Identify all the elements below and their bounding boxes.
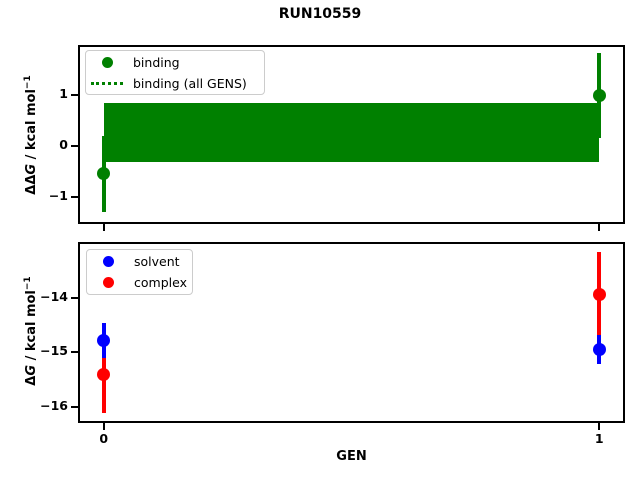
binding-dot-icon: [101, 56, 113, 68]
x-axis-label: GEN: [336, 449, 367, 464]
legend-marker-cell: [91, 56, 123, 68]
solvent-dot-icon: [102, 256, 114, 267]
data-point-solvent: [592, 342, 606, 356]
y-tick-label: 1: [59, 86, 68, 102]
x-tick: [598, 224, 601, 231]
legend-label: binding (all GENS): [133, 75, 247, 91]
legend-marker-cell: [92, 277, 124, 288]
x-tick: [598, 423, 601, 430]
plot-area-binding: 1 0 −1: [49, 45, 625, 231]
y-tick-label: −15: [40, 343, 68, 359]
ylabel-symbol: G: [24, 364, 40, 376]
data-point-binding: [97, 167, 111, 181]
y-tick-label: −16: [40, 397, 68, 413]
data-point-binding: [592, 88, 606, 102]
ylabel-symbol: G: [24, 163, 40, 175]
legend-item-binding-all-gens: binding (all GENS): [86, 73, 264, 94]
y-tick: [71, 296, 78, 299]
data-point-complex: [592, 287, 606, 301]
y-tick: [71, 405, 78, 408]
figure-title: RUN10559: [278, 6, 362, 22]
legend-binding: binding binding (all GENS): [85, 50, 265, 95]
legend-item-complex: complex: [87, 272, 192, 293]
legend-item-solvent: solvent: [87, 251, 192, 272]
data-point-solvent: [97, 334, 111, 348]
x-tick: [102, 423, 105, 430]
ylabel-delta: Δ: [24, 375, 40, 386]
complex-dot-icon: [102, 277, 114, 288]
mean-dotted-line: [103, 131, 600, 134]
legend-dg: solvent complex: [86, 249, 193, 295]
legend-label: solvent: [134, 254, 180, 269]
y-tick-label: 0: [59, 136, 68, 152]
y-tick: [71, 351, 78, 354]
y-tick-label: −1: [48, 187, 68, 203]
x-tick-label: 0: [99, 431, 109, 446]
legend-item-binding: binding: [86, 52, 264, 73]
y-tick-label: −14: [40, 288, 68, 304]
data-point-complex: [97, 367, 111, 381]
legend-label: binding: [133, 54, 180, 70]
x-tick-label: 1: [594, 431, 604, 446]
y-tick: [71, 144, 78, 147]
x-tick: [102, 224, 105, 231]
legend-marker-cell: [92, 256, 124, 267]
legend-label: complex: [134, 275, 187, 290]
y-tick: [71, 195, 78, 198]
y-tick: [71, 94, 78, 97]
legend-marker-cell: [91, 81, 123, 85]
dotted-line-icon: [91, 81, 123, 85]
